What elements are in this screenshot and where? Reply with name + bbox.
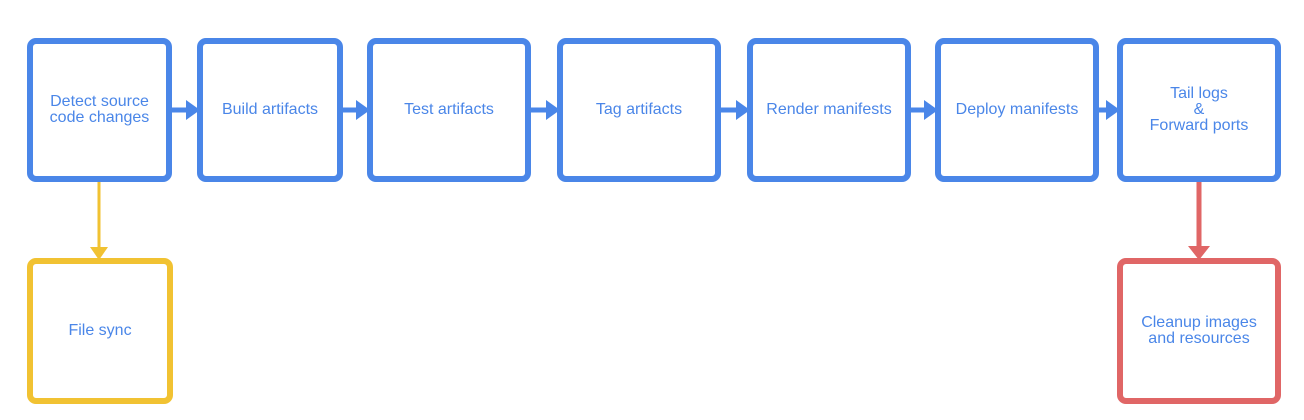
connector-detect-to-build xyxy=(170,100,200,120)
branch-cleanup-images-resources: Cleanup images and resources xyxy=(1117,258,1281,404)
step-tail-logs-forward-ports: Tail logs & Forward ports xyxy=(1117,38,1281,182)
step-label: Build artifacts xyxy=(221,101,319,118)
step-label: Deploy manifests xyxy=(955,101,1079,118)
step-build-artifacts: Build artifacts xyxy=(197,38,343,182)
step-label: Tail logs & Forward ports xyxy=(1149,85,1249,134)
connector-build-to-test xyxy=(341,100,370,120)
branch-file-sync: File sync xyxy=(27,258,173,404)
step-label: Detect source code changes xyxy=(49,93,150,126)
connector-tag-to-render xyxy=(719,100,750,120)
step-label: Tag artifacts xyxy=(595,101,683,118)
connector-tail-to-cleanup xyxy=(1188,180,1210,260)
step-deploy-manifests: Deploy manifests xyxy=(935,38,1099,182)
branch-label: File sync xyxy=(68,322,132,339)
step-test-artifacts: Test artifacts xyxy=(367,38,531,182)
step-label: Render manifests xyxy=(766,101,892,118)
connector-render-to-deploy xyxy=(909,100,938,120)
connector-test-to-tag xyxy=(529,100,560,120)
step-detect-source-changes: Detect source code changes xyxy=(27,38,172,182)
connector-detect-to-file-sync xyxy=(90,180,108,260)
step-tag-artifacts: Tag artifacts xyxy=(557,38,721,182)
step-render-manifests: Render manifests xyxy=(747,38,911,182)
branch-label: Cleanup images and resources xyxy=(1141,314,1257,347)
step-label: Test artifacts xyxy=(404,101,494,118)
